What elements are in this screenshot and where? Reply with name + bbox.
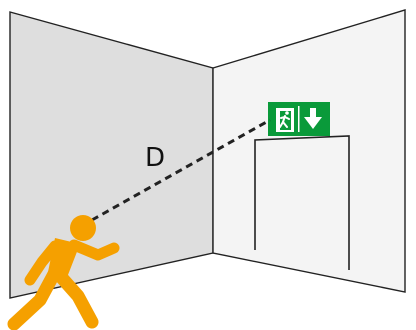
exit-sign-icon <box>268 102 330 136</box>
right-wall <box>212 9 406 293</box>
sign-runner-icon <box>279 111 290 128</box>
down-arrow-icon <box>304 108 322 129</box>
exit-doorway <box>254 135 350 270</box>
left-wall <box>9 11 214 299</box>
distance-label: D <box>145 143 165 173</box>
distance-line <box>91 118 271 222</box>
running-person-icon <box>7 215 120 330</box>
